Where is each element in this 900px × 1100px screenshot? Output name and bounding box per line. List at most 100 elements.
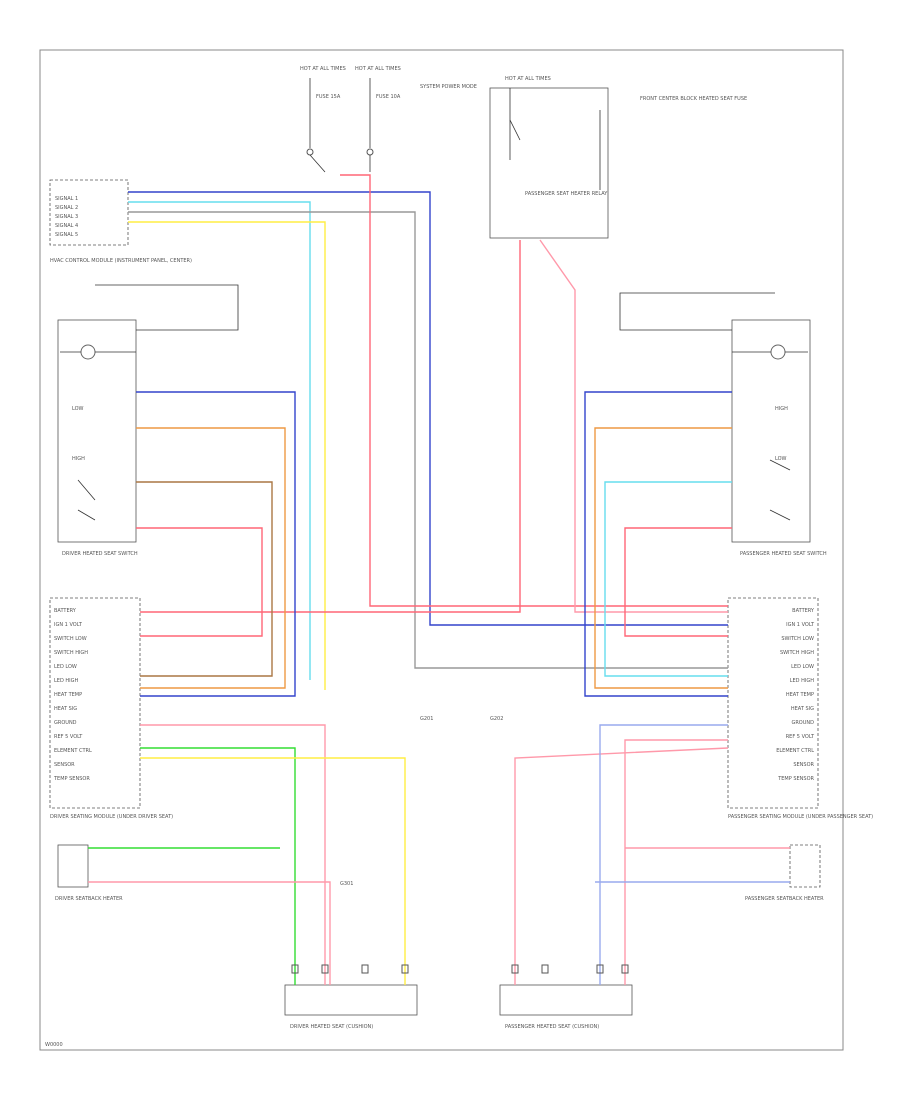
wire-green-18 (140, 747, 296, 985)
hvac-pin-4: SIGNAL 4 (55, 223, 78, 229)
module-pin-label: BATTERY (54, 608, 77, 614)
module-pin-label: REF 5 VOLT (54, 734, 83, 740)
module-pin-label: SENSOR (54, 762, 75, 768)
right-module-label: PASSENGER SEATING MODULE (UNDER PASSENGE… (728, 814, 873, 820)
module-pin-label: TEMP SENSOR (53, 776, 90, 782)
module-pin-label: GROUND (791, 720, 814, 726)
module-pin-label: HEAT SIG (54, 706, 77, 712)
fuse-node-1 (306, 148, 314, 156)
hvac-pin-3: SIGNAL 3 (55, 214, 78, 220)
relay-hot-label: HOT AT ALL TIMES (505, 76, 551, 82)
wire-yellow-19 (140, 757, 406, 985)
wire-black-16 (619, 292, 775, 331)
diagram-frame (39, 49, 844, 1051)
ground-note-2: G202 (490, 716, 503, 722)
module-pin-label: LED HIGH (54, 678, 78, 684)
heater-connector-pin (621, 964, 629, 974)
wire-red-15 (624, 527, 732, 637)
right-sensor-label: PASSENGER SEATBACK HEATER (745, 896, 824, 902)
wire-blue-12 (584, 391, 732, 697)
wire-yellow-2 (128, 221, 326, 690)
wire-red-10 (136, 527, 263, 637)
module-pin-label: HEAT TEMP (786, 692, 814, 698)
module-pin-label: LED HIGH (790, 678, 814, 684)
ground-note-3: G301 (340, 881, 353, 887)
wire-blue-0 (128, 191, 728, 626)
module-pin-label: SENSOR (793, 762, 814, 768)
module-pin-label: IGN 1 VOLT (786, 622, 815, 628)
wire-cyan-1 (128, 201, 311, 680)
ground-note-1: G201 (420, 716, 433, 722)
left-module-label: DRIVER SEATING MODULE (UNDER DRIVER SEAT… (50, 814, 173, 820)
module-pin-label: LED LOW (791, 664, 814, 670)
fuse-label-2: FUSE 10A (376, 94, 401, 100)
relay-label: PASSENGER SEAT HEATER RELAY (525, 191, 608, 197)
left-switch-label: DRIVER HEATED SEAT SWITCH (62, 551, 138, 557)
left-sensor-label: DRIVER SEATBACK HEATER (55, 896, 123, 902)
right-switch-label: PASSENGER HEATED SEAT SWITCH (740, 551, 827, 557)
left-elem-high: HIGH (72, 456, 85, 462)
module-pin-label: SWITCH HIGH (54, 650, 88, 656)
module-pin-label: BATTERY (792, 608, 815, 614)
hvac-pin-2: SIGNAL 2 (55, 205, 78, 211)
module-pin-label: ELEMENT CTRL (54, 748, 92, 754)
driver-seating-module: BATTERY IGN 1 VOLT SWITCH LOW SWITCH HIGH LE… (49, 597, 173, 820)
right-fuse-label: FRONT CENTER BLOCK HEATED SEAT FUSE (640, 96, 747, 102)
passenger-switch-lamp-icon (770, 344, 786, 360)
module-pin-label: HEAT TEMP (54, 692, 82, 698)
module-pin-label: IGN 1 VOLT (54, 622, 83, 628)
hot-label-right: HOT AT ALL TIMES (355, 66, 401, 72)
left-heater-label: DRIVER HEATED SEAT (CUSHION) (290, 1024, 373, 1030)
hvac-module-label: HVAC CONTROL MODULE (INSTRUMENT PANEL, C… (50, 258, 192, 264)
hvac-note: SYSTEM POWER MODE (420, 84, 477, 90)
module-pin-label: ELEMENT CTRL (776, 748, 814, 754)
wire-blue-7 (136, 391, 296, 697)
module-pin-label: HEAT SIG (791, 706, 814, 712)
right-elem-high: HIGH (775, 406, 788, 412)
driver-seatback-heater: DRIVER SEATBACK HEATER (55, 844, 123, 902)
module-pin-label: SWITCH LOW (781, 636, 814, 642)
wire-pink-6 (539, 239, 728, 613)
heater-connector-pin (511, 964, 519, 974)
hvac-pin-1: SIGNAL 1 (55, 196, 78, 202)
module-pin-label: SWITCH LOW (54, 636, 87, 642)
driver-switch: DRIVER HEATED SEAT SWITCH LOW HIGH (57, 319, 138, 557)
wire-orange-13 (594, 427, 732, 689)
passenger-seating-module: BATTERY IGN 1 VOLT SWITCH LOW SWITCH HIGH LE… (727, 597, 873, 820)
wire-pink-17 (140, 724, 326, 985)
wire-black-11 (95, 284, 239, 331)
wire-lightblue-23 (599, 724, 728, 985)
wire-grey-3 (128, 211, 728, 669)
heater-connector-pin (401, 964, 409, 974)
module-pin-label: SWITCH HIGH (780, 650, 814, 656)
driver-switch-lamp-icon (80, 344, 96, 360)
wire-pink-24 (624, 739, 728, 985)
top-fuse-area: HOT AT ALL TIMES HOT AT ALL TIMES FUSE 1… (300, 66, 477, 173)
passenger-cushion-heater: PASSENGER HEATED SEAT (CUSHION) (499, 984, 633, 1030)
wire-red-5 (140, 240, 521, 613)
wire-brown-9 (136, 481, 273, 677)
hvac-pin-5: SIGNAL 5 (55, 232, 78, 238)
module-pin-label: TEMP SENSOR (777, 776, 814, 782)
fuse-label-1: FUSE 15A (316, 94, 341, 100)
passenger-seatback-heater: PASSENGER SEATBACK HEATER (745, 844, 824, 902)
module-pin-label: GROUND (54, 720, 77, 726)
module-pin-label: REF 5 VOLT (786, 734, 815, 740)
heater-connector-pin (321, 964, 329, 974)
right-elem-low: LOW (775, 456, 787, 462)
module-pin-label: LED LOW (54, 664, 77, 670)
wire-pink-22 (514, 747, 729, 985)
hot-label-left: HOT AT ALL TIMES (300, 66, 346, 72)
wire-pink-21 (88, 881, 331, 985)
heater-connector-pin (541, 964, 549, 974)
heater-connector-pin (361, 964, 369, 974)
heater-connector-pin (291, 964, 299, 974)
left-elem-low: LOW (72, 406, 84, 412)
fuse-node-2 (366, 148, 374, 156)
passenger-switch: PASSENGER HEATED SEAT SWITCH HIGH LOW (731, 319, 827, 557)
wire-cyan-14 (604, 481, 732, 677)
wire-red-4 (340, 174, 728, 607)
wire-orange-8 (136, 427, 286, 689)
